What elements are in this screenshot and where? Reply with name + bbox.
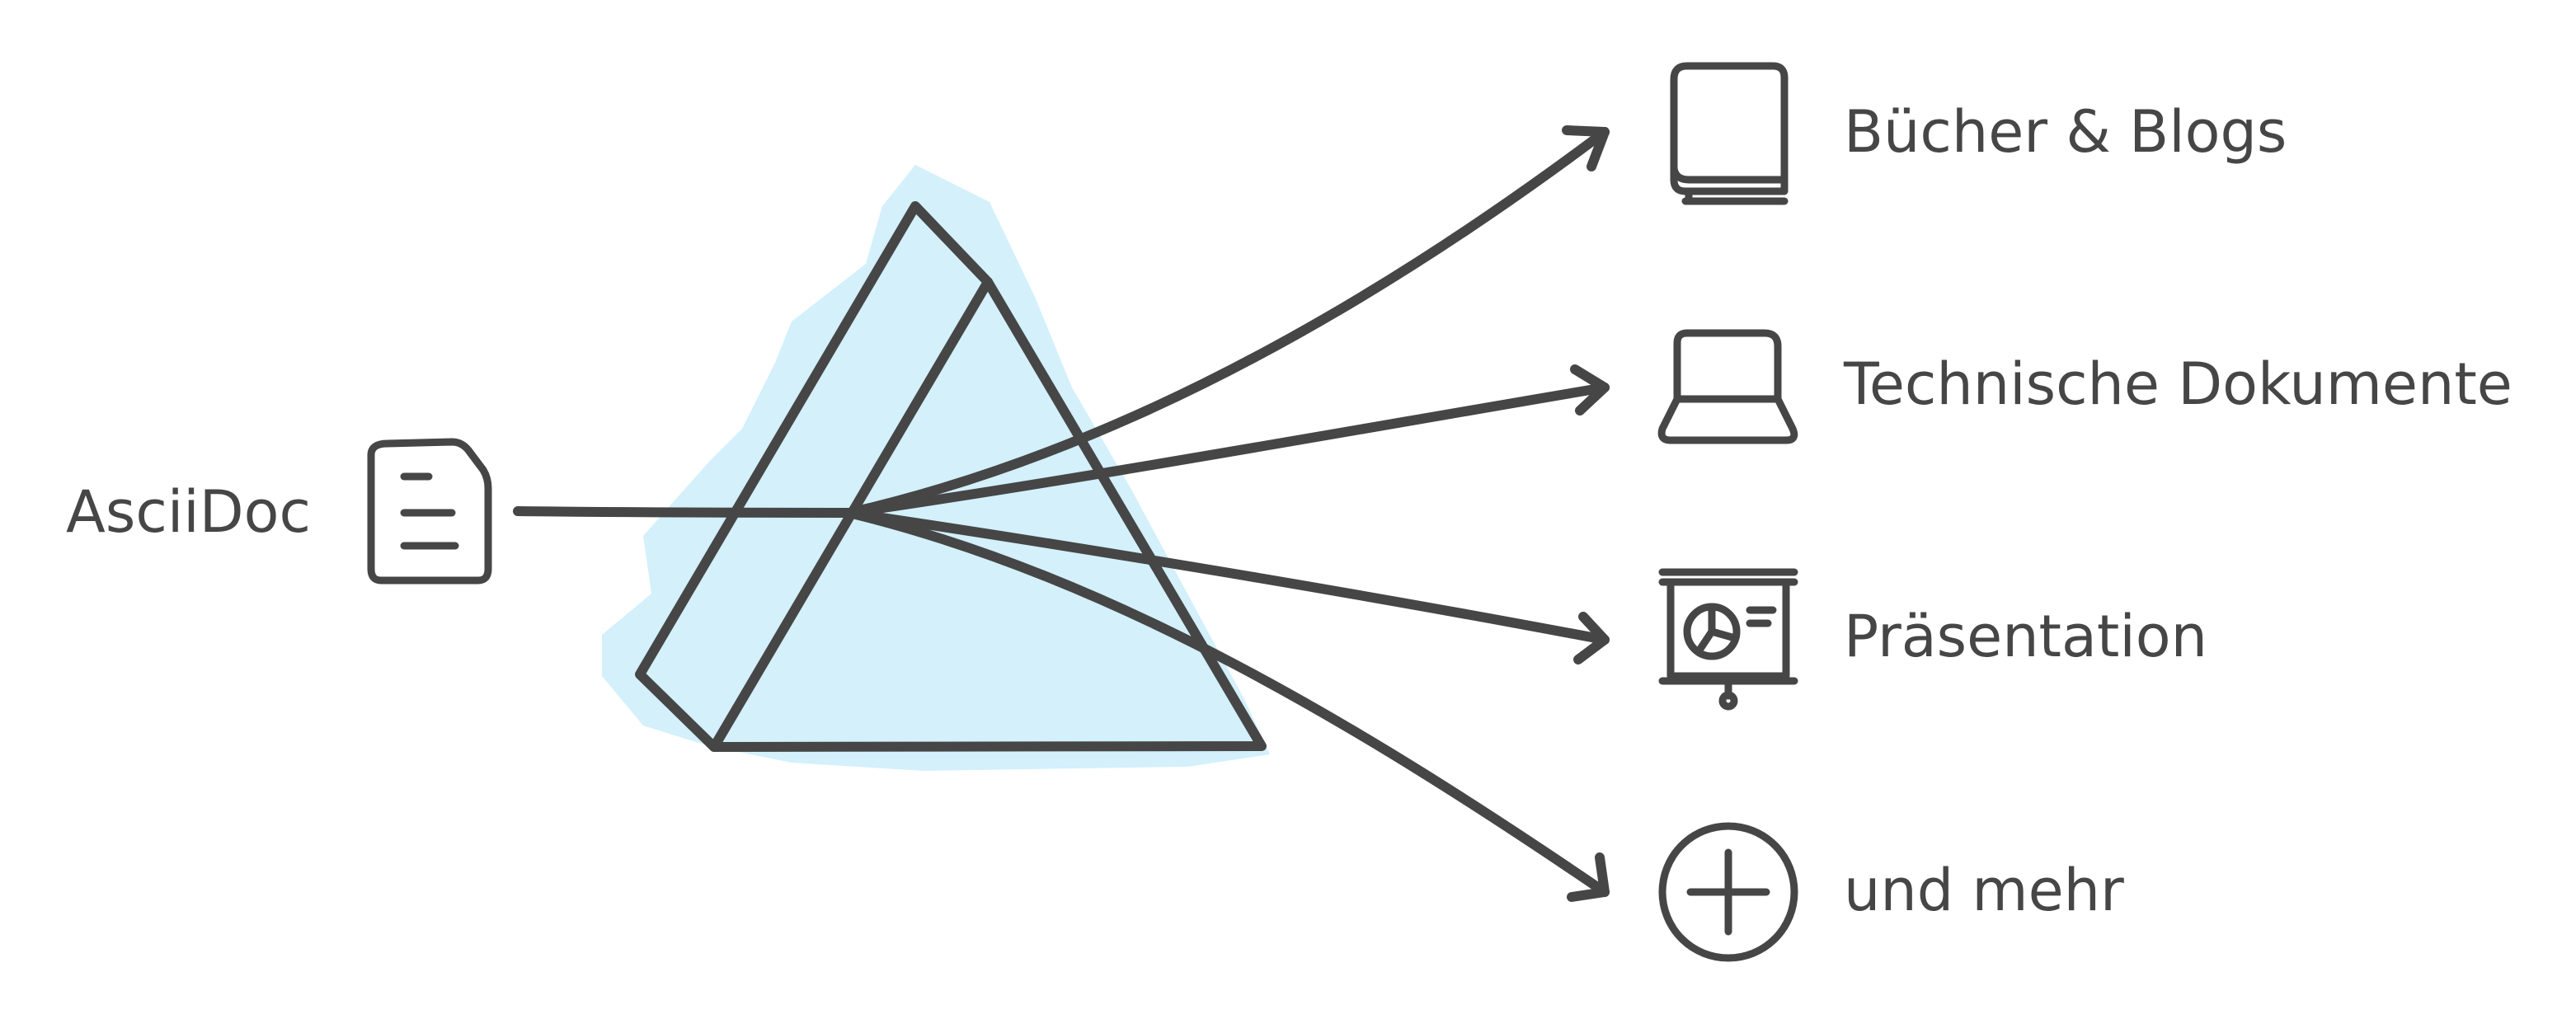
source-label: AsciiDoc <box>66 478 311 546</box>
input-beam <box>513 506 854 518</box>
output-beam-books <box>844 127 1610 518</box>
output-beam-more <box>844 508 1610 897</box>
output-label-technical-docs: Technische Dokumente <box>1843 350 2513 418</box>
output-label-books: Bücher & Blogs <box>1844 98 2287 166</box>
presentation-board-icon <box>1658 568 1798 711</box>
output-beam-presentation <box>844 508 1610 645</box>
output-label-presentation: Präsentation <box>1844 603 2207 670</box>
book-icon <box>1670 62 1789 205</box>
prism-fill <box>602 165 1270 771</box>
laptop-icon <box>1657 329 1798 444</box>
output-beam-technical-docs <box>844 383 1610 518</box>
output-label-more: und mehr <box>1844 857 2124 924</box>
plus-circle-icon <box>1658 822 1798 962</box>
output-beams <box>844 125 1610 902</box>
document-icon <box>367 438 492 585</box>
